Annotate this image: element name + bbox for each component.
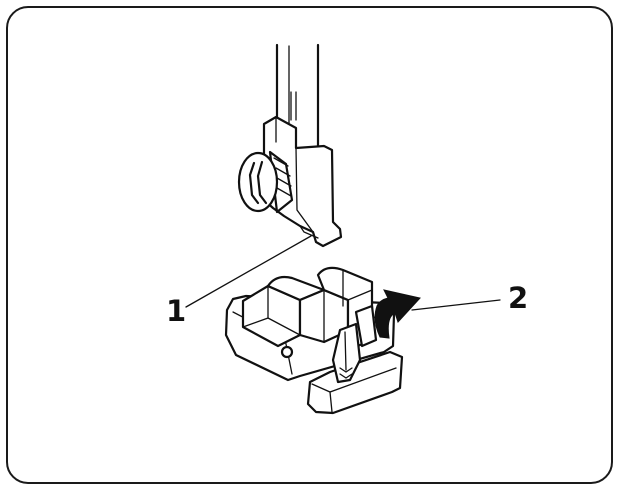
- foot-shank: [262, 115, 343, 248]
- leader-line-2: [411, 299, 501, 311]
- leader-line-1: [185, 235, 312, 308]
- callout-1: 1: [166, 294, 186, 328]
- callout-2: 2: [508, 281, 528, 315]
- thumb-screw: [237, 150, 294, 214]
- curved-arrow: [374, 289, 421, 339]
- zipper-foot: [224, 266, 404, 415]
